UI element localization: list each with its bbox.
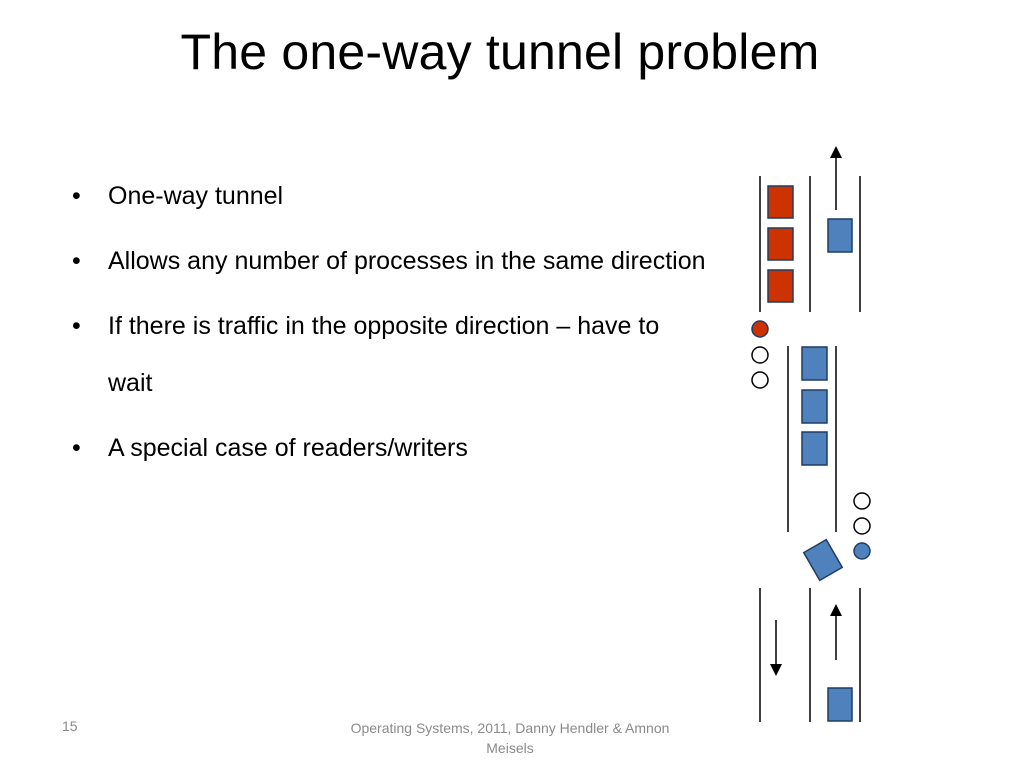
red-car: [767, 227, 794, 261]
signal-group-left: [751, 320, 769, 389]
scene-top: [759, 146, 861, 312]
footer-credit: Operating Systems, 2011, Danny Hendler &…: [350, 720, 670, 756]
bullet-text: Allows any number of processes in the sa…: [108, 247, 706, 275]
bullet-text: A special case of readers/writers: [108, 434, 468, 462]
bullet-item: • A special case of readers/writers: [70, 420, 710, 477]
red-car: [767, 185, 794, 219]
bullet-item: • One-way tunnel: [70, 168, 710, 225]
blue-car: [827, 218, 853, 253]
tunnel-diagram: [751, 146, 871, 722]
signal-light-off: [751, 346, 769, 364]
bullet-marker: •: [72, 434, 81, 462]
bullet-text: One-way tunnel: [108, 182, 284, 210]
red-car: [767, 269, 794, 303]
signal-light-blue: [853, 542, 871, 560]
blue-car: [827, 687, 853, 722]
blue-car: [801, 389, 828, 424]
signal-light-off: [853, 517, 871, 535]
bullet-marker: •: [72, 312, 81, 340]
bullet-text: If there is traffic in the opposite dire…: [108, 312, 660, 397]
scene-bottom: [759, 588, 861, 722]
bullet-marker: •: [72, 182, 81, 210]
slide-title: The one-way tunnel problem: [180, 24, 820, 80]
bullet-item: • Allows any number of processes in the …: [70, 233, 710, 290]
bullet-list: • One-way tunnel • Allows any number of …: [70, 168, 710, 485]
blue-car-merging: [802, 538, 844, 582]
signal-light-red: [751, 320, 769, 338]
bullet-item: • If there is traffic in the opposite di…: [70, 298, 710, 412]
blue-car: [801, 431, 828, 466]
scene-middle: [787, 346, 837, 532]
signal-light-off: [853, 492, 871, 510]
signal-group-right: [853, 492, 871, 560]
blue-car: [801, 346, 828, 381]
signal-light-off: [751, 371, 769, 389]
bullet-marker: •: [72, 247, 81, 275]
slide-number: 15: [62, 718, 78, 734]
